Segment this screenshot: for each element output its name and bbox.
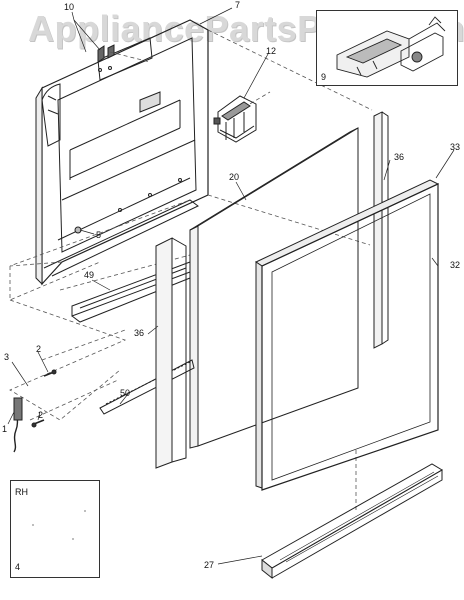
callout-10: 10 bbox=[64, 2, 75, 12]
callout-36-right: 36 bbox=[394, 152, 405, 162]
callout-9: 9 bbox=[321, 72, 327, 82]
callout-49: 49 bbox=[84, 270, 95, 280]
hinge-bracket bbox=[213, 95, 257, 143]
inset-rh-label: RH bbox=[15, 487, 28, 497]
callout-3: 3 bbox=[4, 352, 10, 362]
outer-panel-32 bbox=[254, 179, 440, 491]
callout-4: 4 bbox=[15, 562, 21, 572]
callout-7: 7 bbox=[235, 0, 241, 10]
inset-detail-rh: RH bbox=[10, 480, 100, 578]
rail-50 bbox=[99, 359, 195, 415]
bottom-trim-27 bbox=[261, 463, 443, 580]
callout-2-top: 2 bbox=[36, 344, 42, 354]
inset-9-drawing bbox=[336, 16, 446, 78]
screw-parts bbox=[13, 369, 57, 453]
callout-33: 33 bbox=[450, 142, 461, 152]
leader-lines bbox=[7, 7, 455, 565]
inset-rh-drawing bbox=[32, 510, 86, 540]
callout-36-front: 36 bbox=[134, 328, 145, 338]
callout-12: 12 bbox=[266, 46, 277, 56]
callout-1: 1 bbox=[2, 424, 8, 434]
trim-36-front bbox=[155, 237, 187, 469]
callout-5: 5 bbox=[96, 230, 102, 240]
callout-20: 20 bbox=[229, 172, 240, 182]
panel-20 bbox=[189, 127, 359, 449]
callout-50: 50 bbox=[120, 388, 131, 398]
callout-32: 32 bbox=[450, 260, 461, 270]
trim-36-right bbox=[373, 111, 389, 349]
inset-detail-9 bbox=[316, 10, 458, 86]
callout-2-bottom: 2 bbox=[38, 410, 44, 420]
callout-27: 27 bbox=[204, 560, 215, 570]
